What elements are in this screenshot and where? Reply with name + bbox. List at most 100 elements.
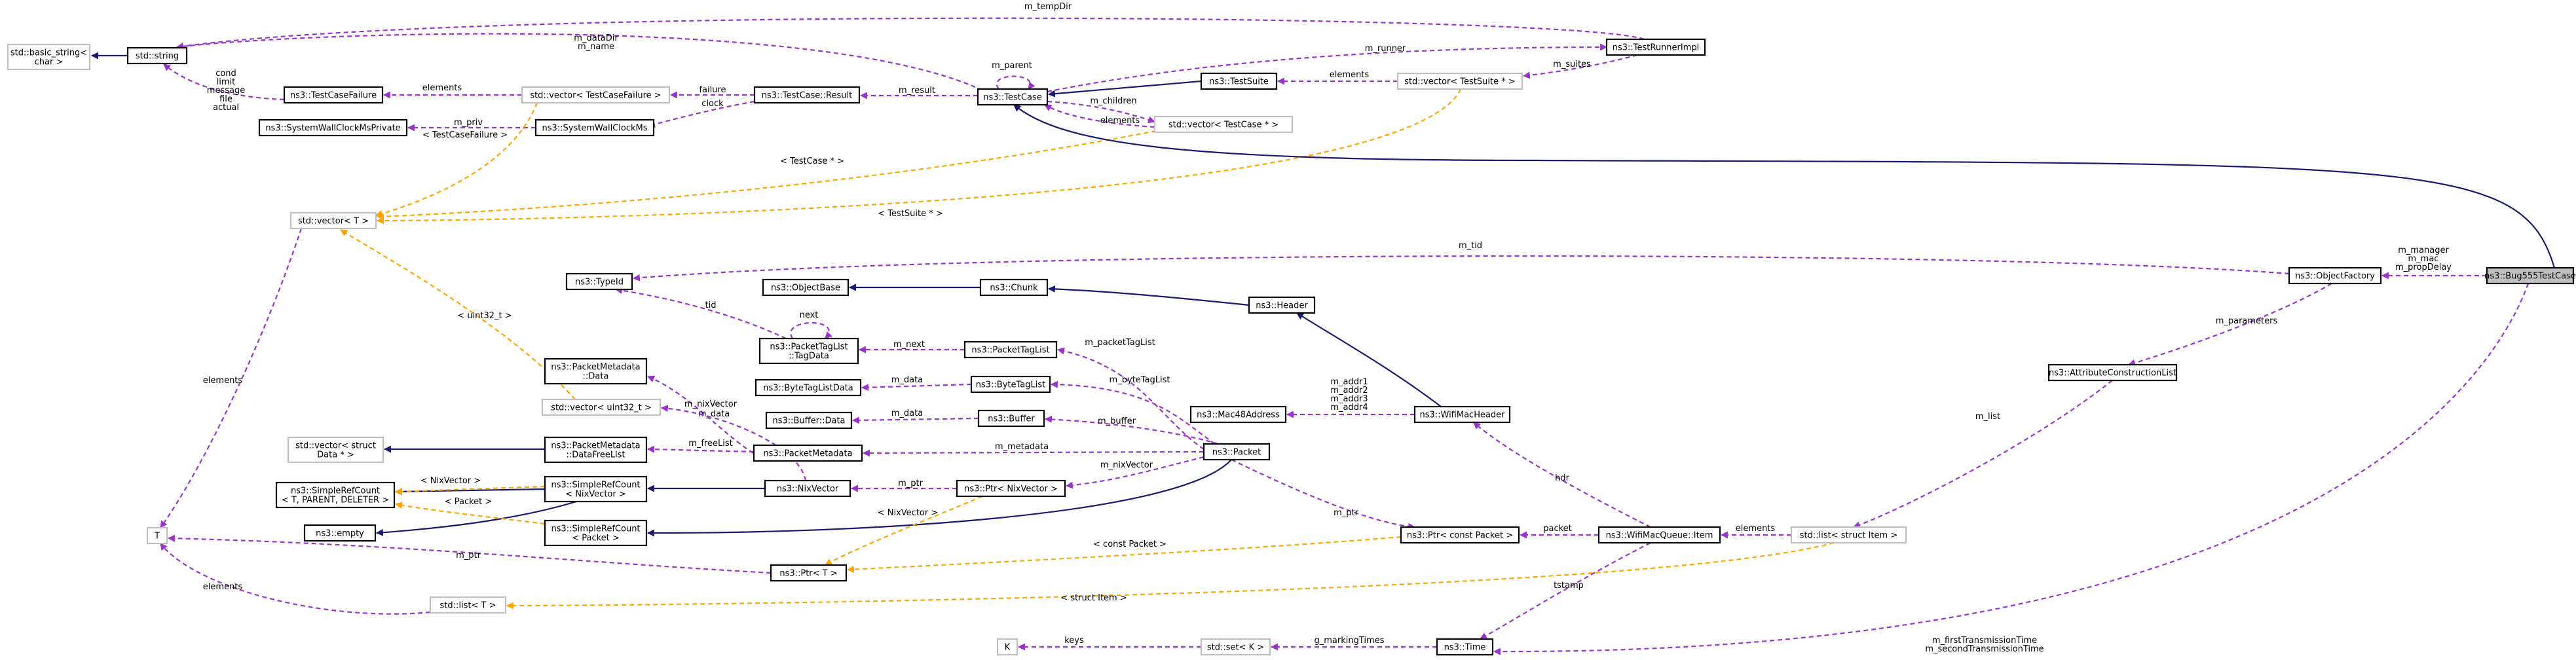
class-box[interactable] [283,86,384,104]
class-box[interactable] [1413,405,1511,424]
class-node-t[interactable]: T [146,526,168,545]
class-node-bufdata[interactable]: ns3::Buffer::Data [765,411,853,430]
class-box[interactable] [1396,72,1523,90]
class-node-typeid[interactable]: ns3::TypeId [565,272,633,291]
class-node-bytetaglist[interactable]: ns3::ByteTagList [970,375,1051,394]
class-box[interactable] [979,278,1049,297]
class-box[interactable] [1605,38,1706,56]
class-node-chunk[interactable]: ns3::Chunk [979,278,1049,297]
class-node-empty[interactable]: ns3::empty [303,524,377,542]
class-node-item[interactable]: ns3::WifiMacQueue::Item [1597,526,1721,544]
class-name-line: ns3::PacketTagList [971,346,1049,356]
class-box[interactable] [770,564,848,582]
class-node-runner[interactable]: ns3::TestRunnerImpl [1605,38,1706,56]
class-node-vec-u32[interactable]: std::vector< uint32_t > [541,398,662,416]
class-node-packetmetadata[interactable]: ns3::PacketMetadata [753,444,863,462]
class-box[interactable] [764,479,851,498]
class-box[interactable] [303,524,377,542]
class-box[interactable] [544,519,648,547]
class-node-packet[interactable]: ns3::Packet [1203,443,1271,461]
class-node-nixvector[interactable]: ns3::NixVector [764,479,851,498]
class-node-bug555[interactable]: ns3::Bug555TestCase [2484,266,2576,285]
class-node-basic-string[interactable]: std::basic_string<char > [7,43,91,71]
class-node-testcasefailure[interactable]: ns3::TestCaseFailure [283,86,384,104]
class-box[interactable] [1400,526,1520,544]
class-box[interactable] [970,375,1051,394]
class-box[interactable] [1203,443,1271,461]
class-node-vector-t[interactable]: std::vector< T > [289,211,377,230]
class-box[interactable] [287,436,384,464]
class-box[interactable] [755,378,862,397]
class-box[interactable] [258,119,408,137]
class-node-list-t[interactable]: std::list< T > [429,596,507,614]
class-box[interactable] [544,436,648,464]
class-box[interactable] [565,272,633,291]
class-box[interactable] [534,119,655,137]
class-node-pmdata[interactable]: ns3::PacketMetadata::Data [544,358,648,385]
class-node-k[interactable]: K [996,638,1018,656]
class-node-tagdata[interactable]: ns3::PacketTagList::TagData [758,337,859,365]
class-node-set-k[interactable]: std::set< K > [1200,638,1271,656]
class-box[interactable] [289,211,377,230]
class-box[interactable] [762,278,849,297]
class-node-vec-ts[interactable]: std::vector< TestSuite * > [1396,72,1523,90]
class-box[interactable] [977,409,1045,428]
class-node-src-tpd[interactable]: ns3::SimpleRefCount< T, PARENT, DELETER … [275,481,396,509]
class-box[interactable] [541,398,662,416]
class-box[interactable] [963,340,1058,359]
class-box[interactable] [996,638,1018,656]
class-box[interactable] [1597,526,1721,544]
class-node-testcase[interactable]: ns3::TestCase [977,88,1049,106]
class-box[interactable] [977,88,1049,106]
class-name: ns3::WifiMacHeader [1419,411,1505,420]
class-node-testsuite[interactable]: ns3::TestSuite [1200,72,1278,90]
class-box[interactable] [1153,115,1294,134]
class-box[interactable] [753,86,861,104]
class-box[interactable] [753,444,863,462]
class-box[interactable] [1200,72,1278,90]
class-box[interactable] [758,337,859,365]
class-node-wifimacheader[interactable]: ns3::WifiMacHeader [1413,405,1511,424]
class-box[interactable] [275,481,396,509]
class-node-swc[interactable]: ns3::SystemWallClockMs [534,119,655,137]
class-node-list-item[interactable]: std::list< struct Item > [1790,526,1907,544]
class-box[interactable] [2288,266,2382,285]
class-node-packettaglist[interactable]: ns3::PacketTagList [963,340,1058,359]
class-node-src-nix[interactable]: ns3::SimpleRefCount< NixVector > [544,475,648,503]
class-node-vec-tcf[interactable]: std::vector< TestCaseFailure > [521,86,671,104]
class-box[interactable] [765,411,853,430]
class-node-buffer[interactable]: ns3::Buffer [977,409,1045,428]
class-box[interactable] [1200,638,1271,656]
class-box[interactable] [2047,363,2178,382]
class-box[interactable] [429,596,507,614]
class-node-swcmp[interactable]: ns3::SystemWallClockMsPrivate [258,119,408,137]
class-node-header[interactable]: ns3::Header [1248,296,1316,314]
class-node-time[interactable]: ns3::Time [1436,638,1494,656]
class-node-ptr-cpkt[interactable]: ns3::Ptr< const Packet > [1400,526,1520,544]
class-node-ptr-t[interactable]: ns3::Ptr< T > [770,564,848,582]
class-node-objectfactory[interactable]: ns3::ObjectFactory [2288,266,2382,285]
class-node-string[interactable]: std::string [126,46,188,65]
class-box[interactable] [1189,405,1287,424]
class-box[interactable] [544,358,648,385]
class-node-btldata[interactable]: ns3::ByteTagListData [755,378,862,397]
class-box[interactable] [521,86,671,104]
class-box[interactable] [1436,638,1494,656]
class-box[interactable] [146,526,168,545]
class-node-acl[interactable]: ns3::AttributeConstructionList [2047,363,2178,382]
class-box[interactable] [1248,296,1316,314]
class-node-ptr-nix[interactable]: ns3::Ptr< NixVector > [956,479,1066,498]
class-box[interactable] [956,479,1066,498]
class-node-src-pkt[interactable]: ns3::SimpleRefCount< Packet > [544,519,648,547]
class-node-result[interactable]: ns3::TestCase::Result [753,86,861,104]
class-node-vec-tc[interactable]: std::vector< TestCase * > [1153,115,1294,134]
class-box[interactable] [1790,526,1907,544]
class-box[interactable] [7,43,91,71]
class-box[interactable] [2486,266,2575,285]
class-node-objectbase[interactable]: ns3::ObjectBase [762,278,849,297]
class-box[interactable] [544,475,648,503]
class-node-mac48[interactable]: ns3::Mac48Address [1189,405,1287,424]
class-node-dfl[interactable]: ns3::PacketMetadata::DataFreeList [544,436,648,464]
class-box[interactable] [126,46,188,65]
